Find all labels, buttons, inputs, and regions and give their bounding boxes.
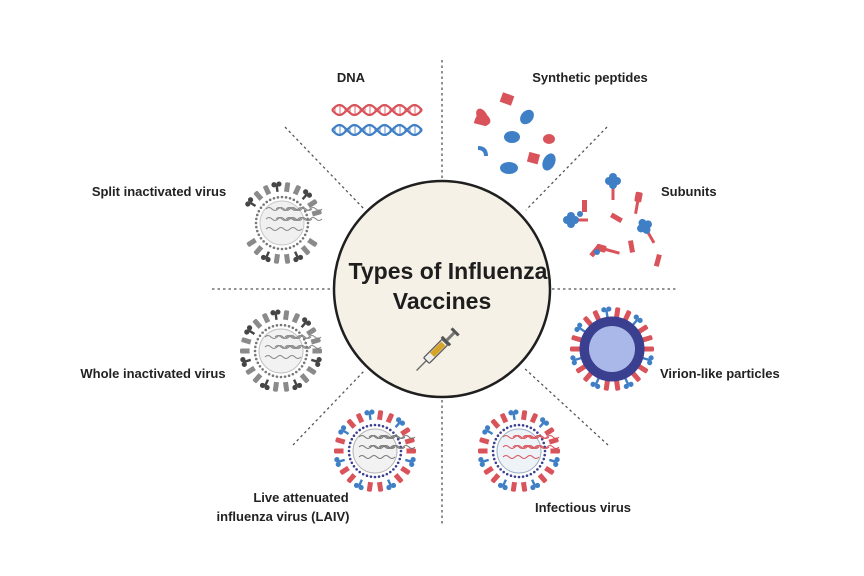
dna-strand <box>331 103 423 117</box>
label-infectious-virus: Infectious virus <box>535 500 631 515</box>
peptide-fragments-icon <box>473 92 556 174</box>
page-title-line-2: Vaccines <box>393 288 491 314</box>
divider-line <box>525 126 608 211</box>
subunit-fragment <box>653 253 662 267</box>
syringe-icon <box>416 327 460 371</box>
protein-subunit <box>563 212 588 228</box>
attenuated-virus-icon <box>334 409 416 492</box>
center-circle <box>332 179 552 399</box>
subunit-fragment <box>582 200 587 212</box>
virus-like-particle-icon <box>570 306 654 391</box>
dna-strand <box>331 123 423 137</box>
subunit-fragment <box>628 240 636 253</box>
protein-subunit <box>605 173 621 200</box>
label-laiv-line-2: influenza virus (LAIV) <box>217 509 350 524</box>
protein-subunit <box>634 191 643 215</box>
split-virus-icon <box>245 181 323 264</box>
subunit-fragment <box>594 249 600 255</box>
protein-subunits-icon <box>563 173 662 267</box>
subunit-fragment <box>577 211 583 217</box>
page-title-line-1: Types of Influenza <box>349 258 548 284</box>
label-laiv-line-1: Live attenuated <box>253 490 348 505</box>
label-subunits: Subunits <box>661 184 717 199</box>
infectious-virus-icon <box>478 409 560 492</box>
label-whole-inactivated-virus: Whole inactivated virus <box>80 366 225 381</box>
dna-double-helix-icon <box>331 103 423 137</box>
inactivated-virus-icon <box>240 309 322 392</box>
divider-line <box>292 369 366 446</box>
label-split-inactivated-virus: Split inactivated virus <box>92 184 226 199</box>
sector-dividers <box>212 60 676 525</box>
label-dna: DNA <box>337 70 366 85</box>
protein-subunit <box>637 218 656 244</box>
label-synthetic-peptides: Synthetic peptides <box>532 70 648 85</box>
label-virion-like-particles: Virion-like particles <box>660 366 780 381</box>
subunit-fragment <box>610 212 623 223</box>
